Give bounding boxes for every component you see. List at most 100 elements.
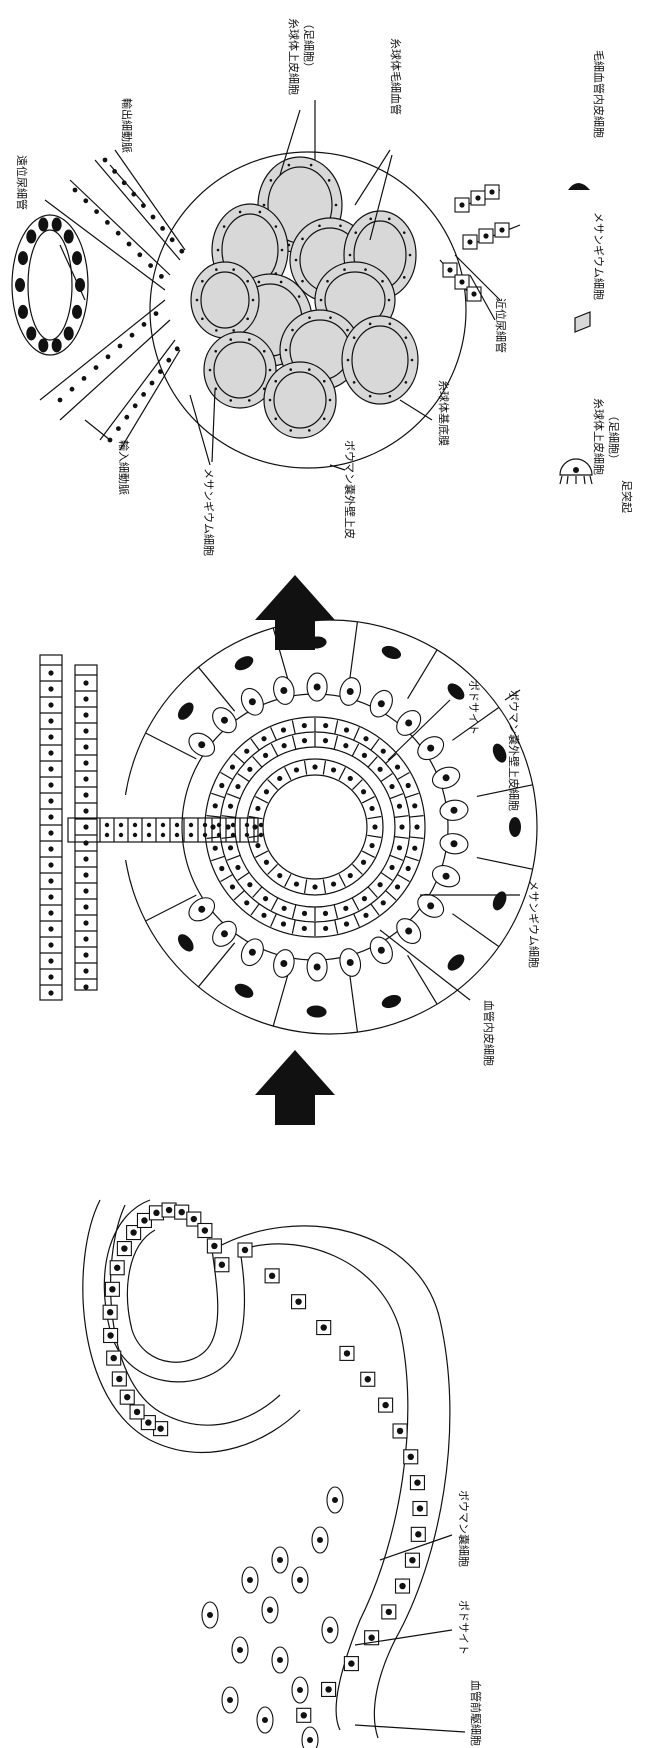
stalk-nucleus <box>83 904 88 909</box>
wall-partition <box>350 976 358 1032</box>
ring-nucleus <box>230 884 235 889</box>
ring-nucleus <box>344 727 349 732</box>
ring-divider <box>390 855 403 860</box>
foot-process-dot <box>354 231 357 234</box>
ring-divider <box>271 727 277 740</box>
stalk-nucleus <box>189 823 193 827</box>
ring-nucleus <box>412 803 417 808</box>
stalk-nucleus <box>83 920 88 925</box>
foot-process-dot <box>369 218 372 221</box>
foot-process-dot <box>291 329 294 332</box>
label-endothelial: 血管内皮細胞 <box>482 1000 496 1066</box>
label-glom-epithelium-note: （足細胞） <box>302 18 315 73</box>
distal-nucleus <box>26 326 36 340</box>
proximal-nucleus <box>447 267 452 272</box>
ring-nucleus <box>302 926 307 931</box>
ring-nucleus <box>344 921 349 926</box>
cell-nucleus <box>141 1217 147 1223</box>
stalk-nucleus <box>83 840 88 845</box>
vascular-pole <box>40 150 185 450</box>
foot-process-dot <box>258 281 261 284</box>
proximal-nucleus <box>471 291 476 296</box>
label-glom-capillary: 糸球体毛細血管 <box>389 38 403 115</box>
foot-process-dot <box>289 429 292 432</box>
cell-nucleus <box>269 1273 275 1279</box>
foot-process-dot <box>201 280 204 283</box>
stalk-nucleus <box>83 872 88 877</box>
ring-divider <box>352 744 359 756</box>
podocyte-nucleus <box>450 807 457 814</box>
stalk-nucleus <box>48 926 53 931</box>
ring-nucleus <box>255 806 260 811</box>
vessel-nucleus <box>160 226 165 231</box>
stalk-nucleus <box>48 782 53 787</box>
foot-process-dot <box>320 299 323 302</box>
foot-process-dot <box>246 318 249 321</box>
ring-nucleus <box>363 736 368 741</box>
vessel-nucleus <box>159 274 164 279</box>
ring-nucleus <box>281 921 286 926</box>
ring-nucleus <box>213 846 218 851</box>
foot-process-dot <box>229 399 232 402</box>
ring-nucleus <box>372 824 377 829</box>
legend-podocyte-note: （足細胞） <box>607 410 620 465</box>
ring-divider <box>323 761 325 775</box>
distal-nucleus <box>18 251 28 265</box>
distal-nucleus <box>72 305 82 319</box>
cell-nucleus <box>382 1402 388 1408</box>
cell-nucleus <box>211 1243 217 1249</box>
foot-process-dot <box>285 349 288 352</box>
ring-nucleus <box>389 784 394 789</box>
cell-nucleus <box>386 1609 392 1615</box>
ring-nucleus <box>389 865 394 870</box>
ring-divider <box>409 837 423 838</box>
wall-partition <box>477 785 533 797</box>
vessel-nucleus <box>175 346 180 351</box>
ring-nucleus <box>323 723 328 728</box>
ring-divider <box>381 774 393 782</box>
stalk-nucleus <box>245 833 249 837</box>
cell-nucleus <box>191 1216 197 1222</box>
wall-nucleus <box>175 700 197 723</box>
stalk-nucleus <box>147 823 151 827</box>
distal-nucleus <box>15 278 25 292</box>
stalk-nucleus <box>48 958 53 963</box>
cell-nucleus <box>157 1425 163 1431</box>
ring-nucleus <box>399 824 404 829</box>
foot-process-dot <box>403 231 406 234</box>
vessel-nucleus <box>142 322 147 327</box>
cell-nucleus <box>111 1355 117 1361</box>
podocyte-nucleus <box>249 949 256 956</box>
wall-partition <box>350 622 358 678</box>
vessel-nucleus <box>151 215 156 220</box>
foot-process-dot <box>364 268 367 271</box>
podocyte-nucleus <box>314 963 321 970</box>
foot-process-dot <box>301 280 304 283</box>
podocyte-nucleus <box>198 906 205 913</box>
cell-nucleus <box>397 1428 403 1434</box>
vessel-nucleus <box>106 354 111 359</box>
vessel-nucleus <box>118 344 123 349</box>
ring-divider <box>211 856 224 860</box>
stalk-nucleus <box>83 792 88 797</box>
ring-nucleus <box>213 803 218 808</box>
distal-nucleus <box>38 218 48 232</box>
ring-nucleus <box>264 789 269 794</box>
stalk-nucleus <box>48 846 53 851</box>
wall-nucleus <box>380 993 403 1011</box>
foot-process-dot <box>405 336 408 339</box>
ring-nucleus <box>331 767 336 772</box>
ring-divider <box>292 920 295 934</box>
podocyte-nucleus <box>378 700 385 707</box>
foot-process-dot <box>274 380 277 383</box>
vessel-nucleus <box>137 252 142 257</box>
wall-partition <box>408 650 437 699</box>
angioblast-nucleus <box>327 1627 333 1633</box>
stalk-nucleus <box>105 823 109 827</box>
ring-divider <box>268 864 278 874</box>
vessel-nucleus <box>148 263 153 268</box>
podocyte-nucleus <box>450 840 457 847</box>
wall-nucleus <box>509 817 521 837</box>
angioblast-nucleus <box>277 1557 283 1563</box>
cell-nucleus <box>409 1557 415 1563</box>
